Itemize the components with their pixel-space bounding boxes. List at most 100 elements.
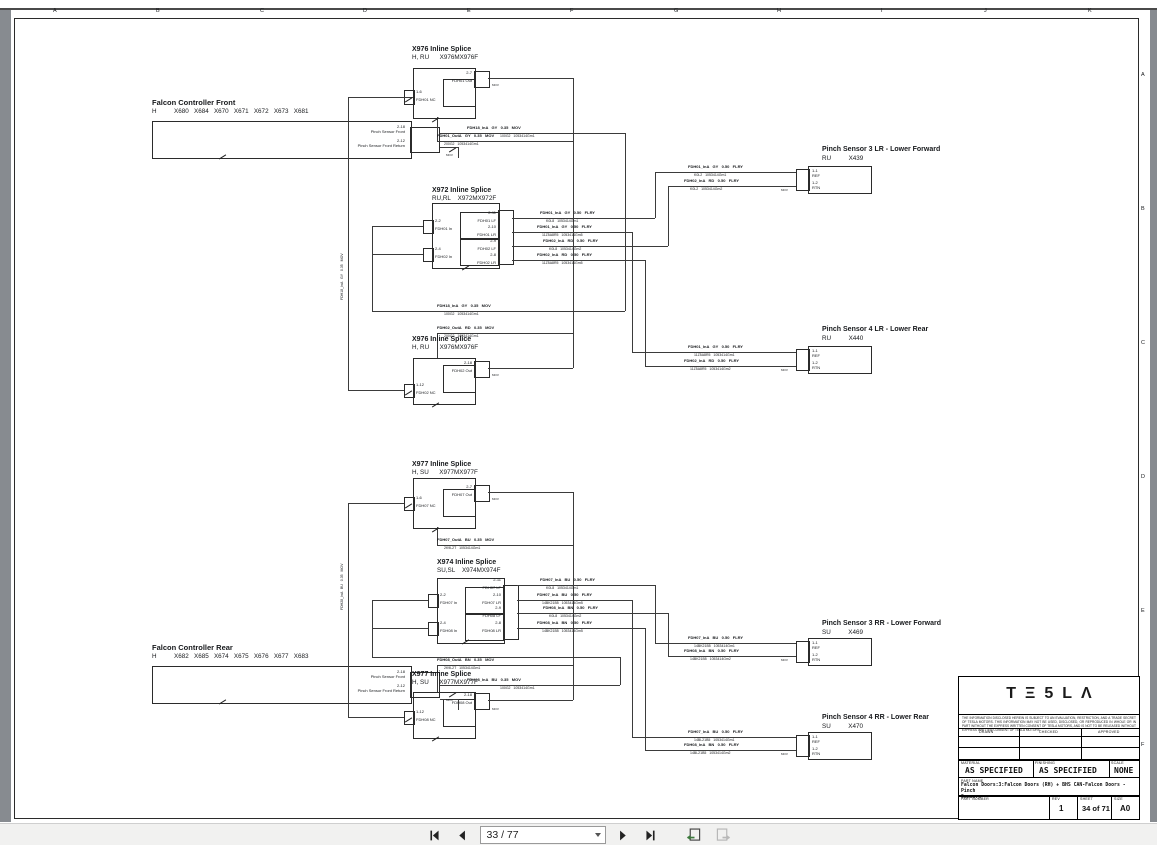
wire-label: FDH01_OutA GY 0.35 MOV (437, 133, 495, 138)
divider (959, 759, 1139, 761)
wire (372, 628, 428, 629)
diagram-text: REF (812, 173, 820, 178)
diagram-text: Pinch Sensor Front Return (357, 143, 405, 148)
diagram-text: 1-6 (416, 89, 422, 94)
part-name-value: Falcon Doors:3:Falcon Doors (RH) + BHS C… (961, 783, 1126, 801)
wire (655, 643, 796, 644)
wire-label-vertical: FDH18_InA GY 0.35 MOV (340, 253, 344, 300)
wire-label: FDH08_OutA BN 0.35 MOV (437, 657, 495, 662)
wire (645, 366, 796, 367)
wire-label: FDH28_InA BU 0.35 MOV (467, 677, 521, 682)
splice-x977a-inner (443, 489, 476, 517)
scale-value: NONE (1114, 766, 1134, 775)
wire (655, 585, 656, 643)
next-page-icon (620, 830, 626, 840)
diagram-text: REF (812, 353, 820, 358)
page-number-value: 33 / 77 (486, 829, 519, 841)
controller-rear-connectors: H X682 X685 X674 X675 X676 X677 X683 (152, 653, 309, 660)
size-value: A0 (1120, 804, 1131, 813)
wire-label: FDH07_OutA BU 0.35 MOV (437, 537, 495, 542)
controller-front-connectors: H X680 X684 X670 X671 X672 X673 X681 (152, 108, 309, 115)
wire (625, 133, 626, 311)
previous-page-icon (459, 830, 465, 840)
wire (517, 613, 668, 614)
wire (348, 390, 404, 391)
last-page-button[interactable] (640, 826, 662, 844)
diagram-text: REF (812, 645, 820, 650)
wire (668, 186, 669, 246)
grid-letter: I (881, 8, 883, 14)
divider (1111, 795, 1112, 819)
wire-label: FDH02_InA RD 0.50 FLRY (537, 252, 593, 257)
pinch-sensor-3lr-subtitle: RU X439 (822, 155, 864, 162)
diagram-text: 2-7 (466, 484, 472, 489)
pinch-sensor-3lr-stub (796, 169, 810, 191)
pinch-sensor-4lr-stub (796, 349, 810, 371)
finishing-label: FINISHING (1035, 760, 1055, 765)
wire (488, 700, 573, 701)
wire-label: 100G2 1053414Gm1 (500, 134, 535, 138)
diagram-text: REF (812, 739, 820, 744)
splice-x972-inner2 (460, 238, 500, 266)
diagram-text: FDH08 NC (416, 717, 436, 722)
grid-letter: A (53, 8, 57, 14)
page-number-combobox[interactable]: 33 / 77 (479, 826, 606, 844)
diagram-text: 2-8 (490, 252, 496, 257)
diagram-text: RTN (812, 365, 821, 370)
wire-label: 200G2 1053414Gm1 (444, 334, 479, 338)
splice-x974-subtitle: SU,SL X974MX974F (437, 567, 501, 574)
wire (668, 613, 669, 656)
wire (458, 699, 459, 710)
divider (959, 736, 1139, 737)
title-block: TΞ5LΛ THE INFORMATION DISCLOSED HEREIN I… (958, 676, 1140, 820)
grid-letter: J (984, 8, 987, 14)
diagram-text: 2-18 (463, 692, 472, 697)
diagram-text: 2-9 (495, 605, 501, 610)
wire (437, 141, 573, 142)
splice-x972-in-stub1 (423, 220, 434, 234)
next-page-button[interactable] (612, 826, 634, 844)
wire-label: 2K9L2T 1053414Gm1 (444, 666, 481, 670)
wire (440, 699, 458, 700)
wire (488, 78, 573, 79)
divider (1109, 759, 1110, 777)
diagram-text: 1-1 (812, 640, 818, 645)
drawing-frame (14, 18, 1139, 819)
wire-label: FDH01_InA GY 0.50 FLRY (688, 164, 743, 169)
wire (632, 352, 796, 353)
splice-x974-inner2 (465, 613, 505, 641)
next-view-button[interactable] (712, 826, 734, 844)
splice-x972-in-stub2 (423, 248, 434, 262)
chevron-down-icon (594, 833, 601, 837)
diagram-text: RTN (812, 751, 821, 756)
wire-label: FDH08_InA BN 0.50 FLRY (684, 648, 740, 653)
splice-x976b-inner (443, 365, 476, 393)
previous-page-button[interactable] (452, 826, 474, 844)
first-page-icon (430, 830, 439, 840)
wire (645, 260, 646, 366)
diagram-text: 1-12 (416, 382, 425, 387)
first-page-button[interactable] (424, 826, 446, 844)
pinch-sensor-4rr-title: Pinch Sensor 4 RR - Lower Rear (822, 714, 929, 721)
wire (517, 600, 632, 601)
page-navigation-toolbar: 33 / 77 (0, 823, 1157, 845)
splice-x974-in-stub1 (428, 594, 439, 608)
disclaimer-text: THE INFORMATION DISCLOSED HEREIN IS SUBJ… (962, 716, 1136, 732)
wire-label: K0L8 1053414Gm1 (546, 219, 579, 223)
diagram-text: 2-11 (488, 210, 496, 215)
wire-label: FDH07_InA BU 0.50 FLRY (537, 592, 593, 597)
wire (372, 311, 625, 312)
wire-label: 14BK21B5 1053414Gm5 (542, 629, 583, 633)
pinch-sensor-3rr-box (808, 638, 872, 666)
grid-letter: F (1141, 742, 1145, 748)
next-view-icon (716, 828, 731, 841)
grid-letter: H (777, 8, 781, 14)
previous-view-button[interactable] (684, 826, 706, 844)
shield-tag: MOV (492, 707, 499, 711)
splice-x974-title: X974 Inline Splice (437, 559, 497, 566)
diagram-text: 1-6 (416, 495, 422, 500)
wire (440, 685, 620, 686)
diagram-text: 2-12 (396, 683, 405, 688)
wire (437, 545, 573, 546)
